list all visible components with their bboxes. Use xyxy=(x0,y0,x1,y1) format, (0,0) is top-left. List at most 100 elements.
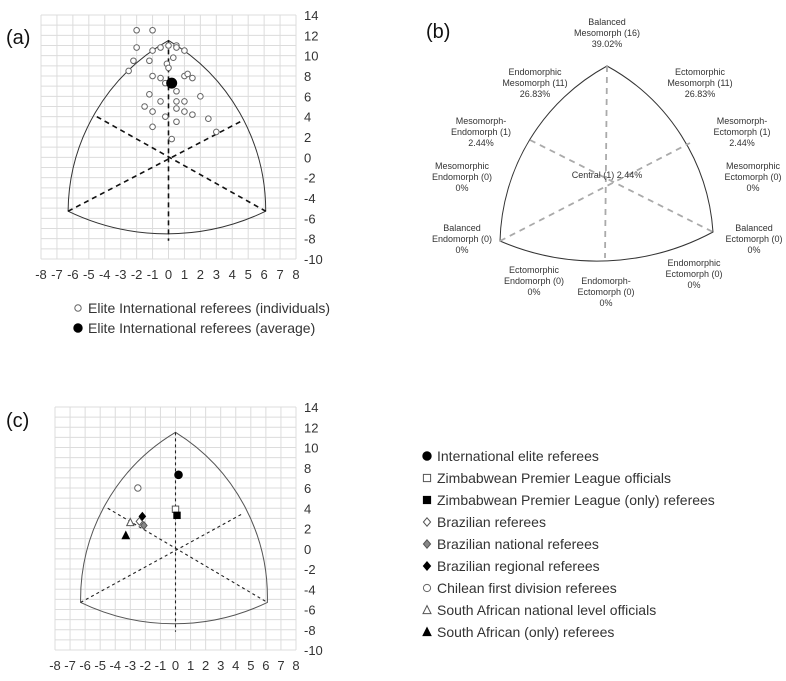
category-label-line: Ectomorph (1) xyxy=(713,127,770,137)
data-point xyxy=(149,108,156,115)
x-tick-label: -4 xyxy=(99,267,111,282)
legend-label: Zimbabwean Premier League (only) referee… xyxy=(437,492,715,508)
y-tick-label: 4 xyxy=(304,501,311,516)
legend-label: South African national level officials xyxy=(437,602,656,618)
y-tick-label: 8 xyxy=(304,69,311,84)
somatochart-outline xyxy=(67,39,267,235)
category-label-line: Ectomorph (0) xyxy=(577,287,634,297)
category-label-line: 0% xyxy=(746,183,759,193)
data-point xyxy=(133,26,140,34)
somatochart-outline xyxy=(499,65,714,262)
x-tick-label: 0 xyxy=(172,658,179,673)
category-label-line: 0% xyxy=(599,298,612,308)
y-tick-label: -10 xyxy=(304,643,323,658)
y-tick-label: 14 xyxy=(304,400,318,415)
data-point xyxy=(184,70,191,78)
data-point xyxy=(146,91,153,98)
x-tick-label: -6 xyxy=(79,658,91,673)
data-point xyxy=(181,98,188,105)
data-point xyxy=(157,98,164,105)
x-tick-label: -5 xyxy=(94,658,106,673)
category-label-line: Central (1) 2.44% xyxy=(572,170,643,180)
y-tick-label: -2 xyxy=(304,171,316,186)
data-point xyxy=(173,118,180,126)
x-tick-label: -4 xyxy=(109,658,121,673)
data-point xyxy=(189,111,196,118)
axis-diagonal xyxy=(107,507,268,603)
legend-marker xyxy=(422,561,432,571)
y-tick-label: 6 xyxy=(304,89,311,104)
x-tick-label: 6 xyxy=(262,658,269,673)
x-tick-label: 8 xyxy=(292,267,299,282)
category-label-line: 0% xyxy=(747,245,760,255)
x-tick-label: -3 xyxy=(125,658,137,673)
category-label-line: Endomorph (0) xyxy=(432,172,492,182)
category-label-line: Mesomorph (11) xyxy=(667,78,732,88)
x-tick-label: 2 xyxy=(197,267,204,282)
category-label-line: Endomorph- xyxy=(581,276,631,286)
legend-marker xyxy=(422,604,432,615)
panel-label-b: (b) xyxy=(426,21,450,43)
category-label-line: Ectomorphic xyxy=(675,67,726,77)
legend-label: Zimbabwean Premier League officials xyxy=(437,470,671,486)
data-point xyxy=(141,103,148,110)
x-tick-label: 2 xyxy=(202,658,209,673)
x-tick-label: 8 xyxy=(292,658,299,673)
axis-vertical xyxy=(604,65,608,259)
legend-marker xyxy=(422,626,432,637)
y-tick-label: 0 xyxy=(304,542,311,557)
series xyxy=(140,520,148,531)
y-tick-label: -2 xyxy=(304,562,316,577)
y-tick-label: 2 xyxy=(304,130,311,145)
x-tick-label: 7 xyxy=(276,267,283,282)
y-tick-label: 2 xyxy=(304,522,311,537)
x-tick-label: -1 xyxy=(147,267,159,282)
data-point xyxy=(134,484,142,492)
panel-label-a: (a) xyxy=(6,27,30,49)
y-tick-label: 12 xyxy=(304,420,318,435)
grid xyxy=(54,406,297,651)
category-label: Central (1) 2.44% xyxy=(572,170,643,180)
x-tick-label: 6 xyxy=(261,267,268,282)
y-tick-label: -10 xyxy=(304,252,323,267)
x-tick-label: -8 xyxy=(49,658,61,673)
x-tick-label: 7 xyxy=(277,658,284,673)
category-label-line: 2.44% xyxy=(468,138,494,148)
series xyxy=(173,511,181,520)
legend-label: Brazilian regional referees xyxy=(437,558,600,574)
category-label-line: Endomorph (0) xyxy=(504,276,564,286)
y-tick-label: 6 xyxy=(304,481,311,496)
axis-diagonal xyxy=(529,139,714,233)
series xyxy=(171,505,180,513)
series xyxy=(135,516,144,526)
data-point xyxy=(157,44,164,51)
y-tick-label: 12 xyxy=(304,28,318,43)
x-tick-label: 4 xyxy=(232,658,239,673)
legend-label: South African (only) referees xyxy=(437,624,614,640)
legend-marker xyxy=(422,451,432,461)
x-tick-label: 3 xyxy=(217,658,224,673)
x-tick-label: -3 xyxy=(115,267,127,282)
x-tick-label: 1 xyxy=(181,267,188,282)
category-label-line: Mesomorphic xyxy=(726,161,781,171)
data-point xyxy=(181,108,188,115)
category-label-line: 2.44% xyxy=(729,138,755,148)
category-label-line: 39.02% xyxy=(592,39,623,49)
somatochart-outline xyxy=(80,431,268,625)
category-label-line: Balanced xyxy=(443,223,481,233)
legend-marker xyxy=(74,304,82,312)
data-point xyxy=(138,511,147,521)
data-point xyxy=(149,72,156,80)
data-point xyxy=(173,44,180,51)
legend-marker xyxy=(422,583,432,593)
legend-marker xyxy=(73,323,83,333)
legend-marker xyxy=(422,539,432,549)
